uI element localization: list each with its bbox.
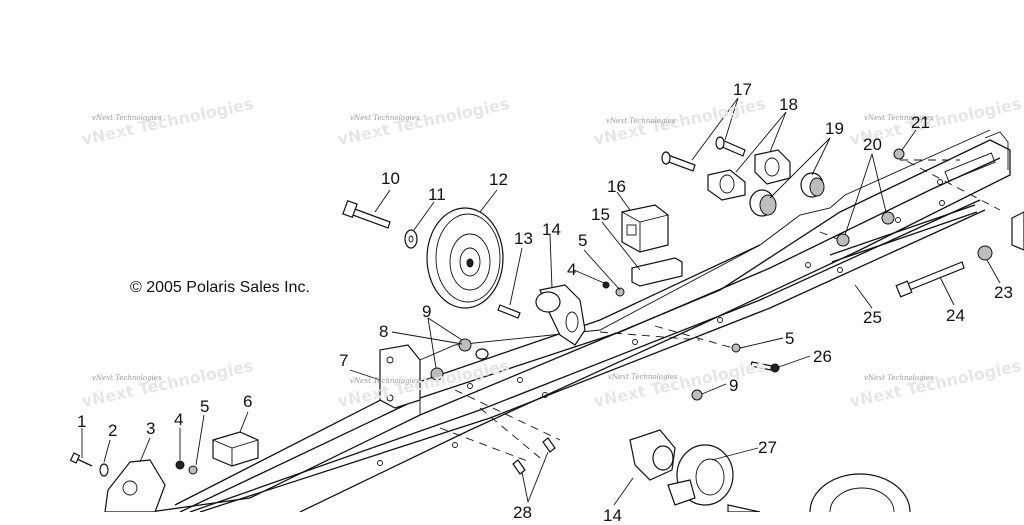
callout-20: 20 (863, 135, 882, 154)
callout-3: 3 (146, 419, 156, 438)
front-bracket (104, 459, 166, 512)
watermark-text: vNext Technologies (864, 374, 934, 382)
callout-11: 11 (428, 185, 446, 204)
callout-14-b: 14 (603, 506, 622, 525)
watermark-text: vNext Technologies (608, 373, 678, 381)
callout-14: 14 (542, 220, 561, 239)
watermark-text: vNext Technologies (92, 374, 162, 382)
copyright-notice: © 2005 Polaris Sales Inc. (130, 279, 310, 296)
bolts-28 (512, 437, 556, 475)
idler-wheel-12 (426, 207, 504, 309)
callout-7: 7 (339, 351, 349, 370)
callout-24: 24 (946, 306, 965, 325)
callout-4: 4 (174, 410, 184, 429)
callout-16: 16 (607, 177, 626, 196)
watermark-text: vNext Technologies (350, 377, 420, 385)
bracket-15-16 (602, 204, 683, 297)
callout-5-b: 5 (578, 231, 588, 250)
lower-arm-27 (629, 429, 734, 506)
callout-18: 18 (779, 95, 798, 114)
callout-28: 28 (513, 503, 532, 522)
bracket-plate (379, 344, 421, 409)
rail-assembly (149, 129, 1011, 512)
callout-9-b: 9 (729, 376, 739, 395)
exploded-parts-diagram (69, 97, 1024, 512)
watermark-text: vNext Technologies (606, 117, 676, 125)
callout-9: 9 (422, 302, 432, 321)
block-6 (212, 431, 259, 467)
arm-14 (497, 284, 586, 346)
callout-15: 15 (591, 205, 610, 224)
callout-10: 10 (381, 169, 400, 188)
callout-26: 26 (813, 347, 832, 366)
bolts-spacers-17-19 (661, 136, 825, 217)
callout-12: 12 (489, 170, 508, 189)
bolt-26 (731, 343, 780, 373)
callout-6: 6 (243, 392, 253, 411)
callout-5-c: 5 (785, 329, 795, 348)
watermark-text: vNext Technologies (350, 114, 420, 122)
nuts-left (175, 460, 198, 475)
nuts-8-9 (430, 338, 703, 401)
lower-wheel (727, 473, 911, 512)
callout-1: 1 (77, 412, 87, 431)
callout-4-b: 4 (567, 260, 577, 279)
callout-13: 13 (514, 229, 533, 248)
callout-23: 23 (994, 283, 1013, 302)
callout-2: 2 (108, 421, 118, 440)
callout-19: 19 (825, 119, 844, 138)
callout-25: 25 (863, 308, 882, 327)
nuts-20-21 (836, 148, 905, 247)
callout-21: 21 (911, 113, 930, 132)
callout-8: 8 (379, 322, 389, 341)
callout-5: 5 (200, 397, 210, 416)
callout-17: 17 (733, 80, 752, 99)
watermark-text: vNext Technologies (864, 114, 934, 122)
bolt-24 (895, 211, 1024, 298)
callout-27: 27 (758, 438, 777, 457)
watermark-text: vNext Technologies (92, 114, 162, 122)
bolt-and-washer (69, 452, 109, 477)
leader-lines (81, 97, 1001, 506)
bolt-10 (342, 199, 418, 249)
